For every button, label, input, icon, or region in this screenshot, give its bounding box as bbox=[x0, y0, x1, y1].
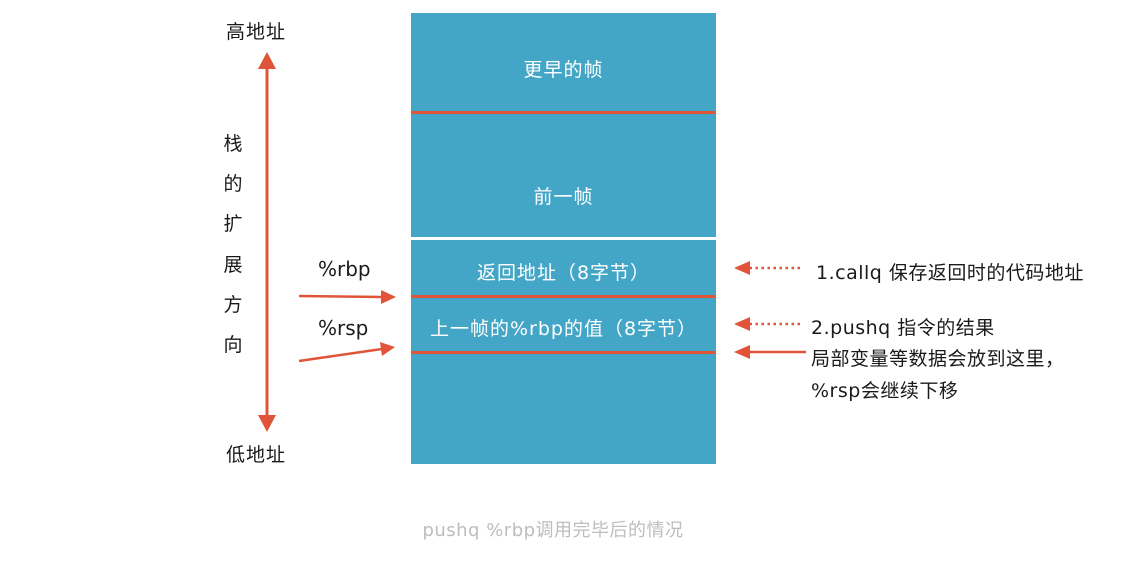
growth-direction-char: 栈 bbox=[223, 133, 243, 155]
rbp-register-label: %rbp bbox=[318, 257, 371, 281]
arrow-left-icon bbox=[734, 317, 750, 331]
rsp-pointer-arrow bbox=[298, 342, 395, 363]
frame-boundary bbox=[411, 237, 716, 240]
figure-caption: pushq %rbp调用完毕后的情况 bbox=[422, 520, 684, 541]
return-address-slot: 返回地址（8字节） bbox=[476, 262, 651, 284]
growth-direction-char: 向 bbox=[223, 334, 243, 356]
rbp-pointer-arrow bbox=[298, 290, 396, 304]
previous-frame-label: 前一帧 bbox=[533, 186, 594, 208]
pushq-note-arrow bbox=[734, 317, 800, 331]
growth-direction-char: 展 bbox=[223, 254, 243, 276]
growth-direction-char: 的 bbox=[223, 173, 243, 195]
arrow-left-icon bbox=[734, 345, 750, 359]
saved-rbp-slot: 上一帧的%rbp的值（8字节） bbox=[429, 318, 698, 340]
rsp-register-label: %rsp bbox=[318, 316, 369, 340]
arrow-right-icon bbox=[380, 342, 395, 356]
growth-direction-char: 扩 bbox=[223, 213, 243, 235]
locals-note-arrow bbox=[734, 345, 806, 359]
locals-note-line2: %rsp会继续下移 bbox=[811, 380, 959, 402]
arrow-up-icon bbox=[258, 52, 276, 69]
arrow-left-icon bbox=[734, 261, 750, 275]
pushq-note: 2.pushq 指令的结果 bbox=[811, 317, 995, 339]
frame-separator bbox=[411, 111, 716, 114]
slot-separator bbox=[411, 351, 716, 354]
earlier-frame-label: 更早的帧 bbox=[523, 59, 604, 81]
high-address-label: 高地址 bbox=[226, 21, 287, 43]
arrow-right-icon bbox=[381, 290, 396, 304]
low-address-label: 低地址 bbox=[226, 444, 287, 466]
arrow-down-icon bbox=[258, 415, 276, 432]
callq-note-arrow bbox=[734, 261, 800, 275]
growth-direction-char: 方 bbox=[223, 294, 243, 316]
growth-axis-arrow bbox=[258, 52, 276, 432]
stack-frame-block: 更早的帧 前一帧 返回地址（8字节） 上一帧的%rbp的值（8字节） bbox=[411, 13, 716, 464]
locals-note-line1: 局部变量等数据会放到这里， bbox=[811, 348, 1065, 370]
slot-separator bbox=[411, 295, 716, 298]
callq-note: 1.callq 保存返回时的代码地址 bbox=[816, 262, 1084, 284]
